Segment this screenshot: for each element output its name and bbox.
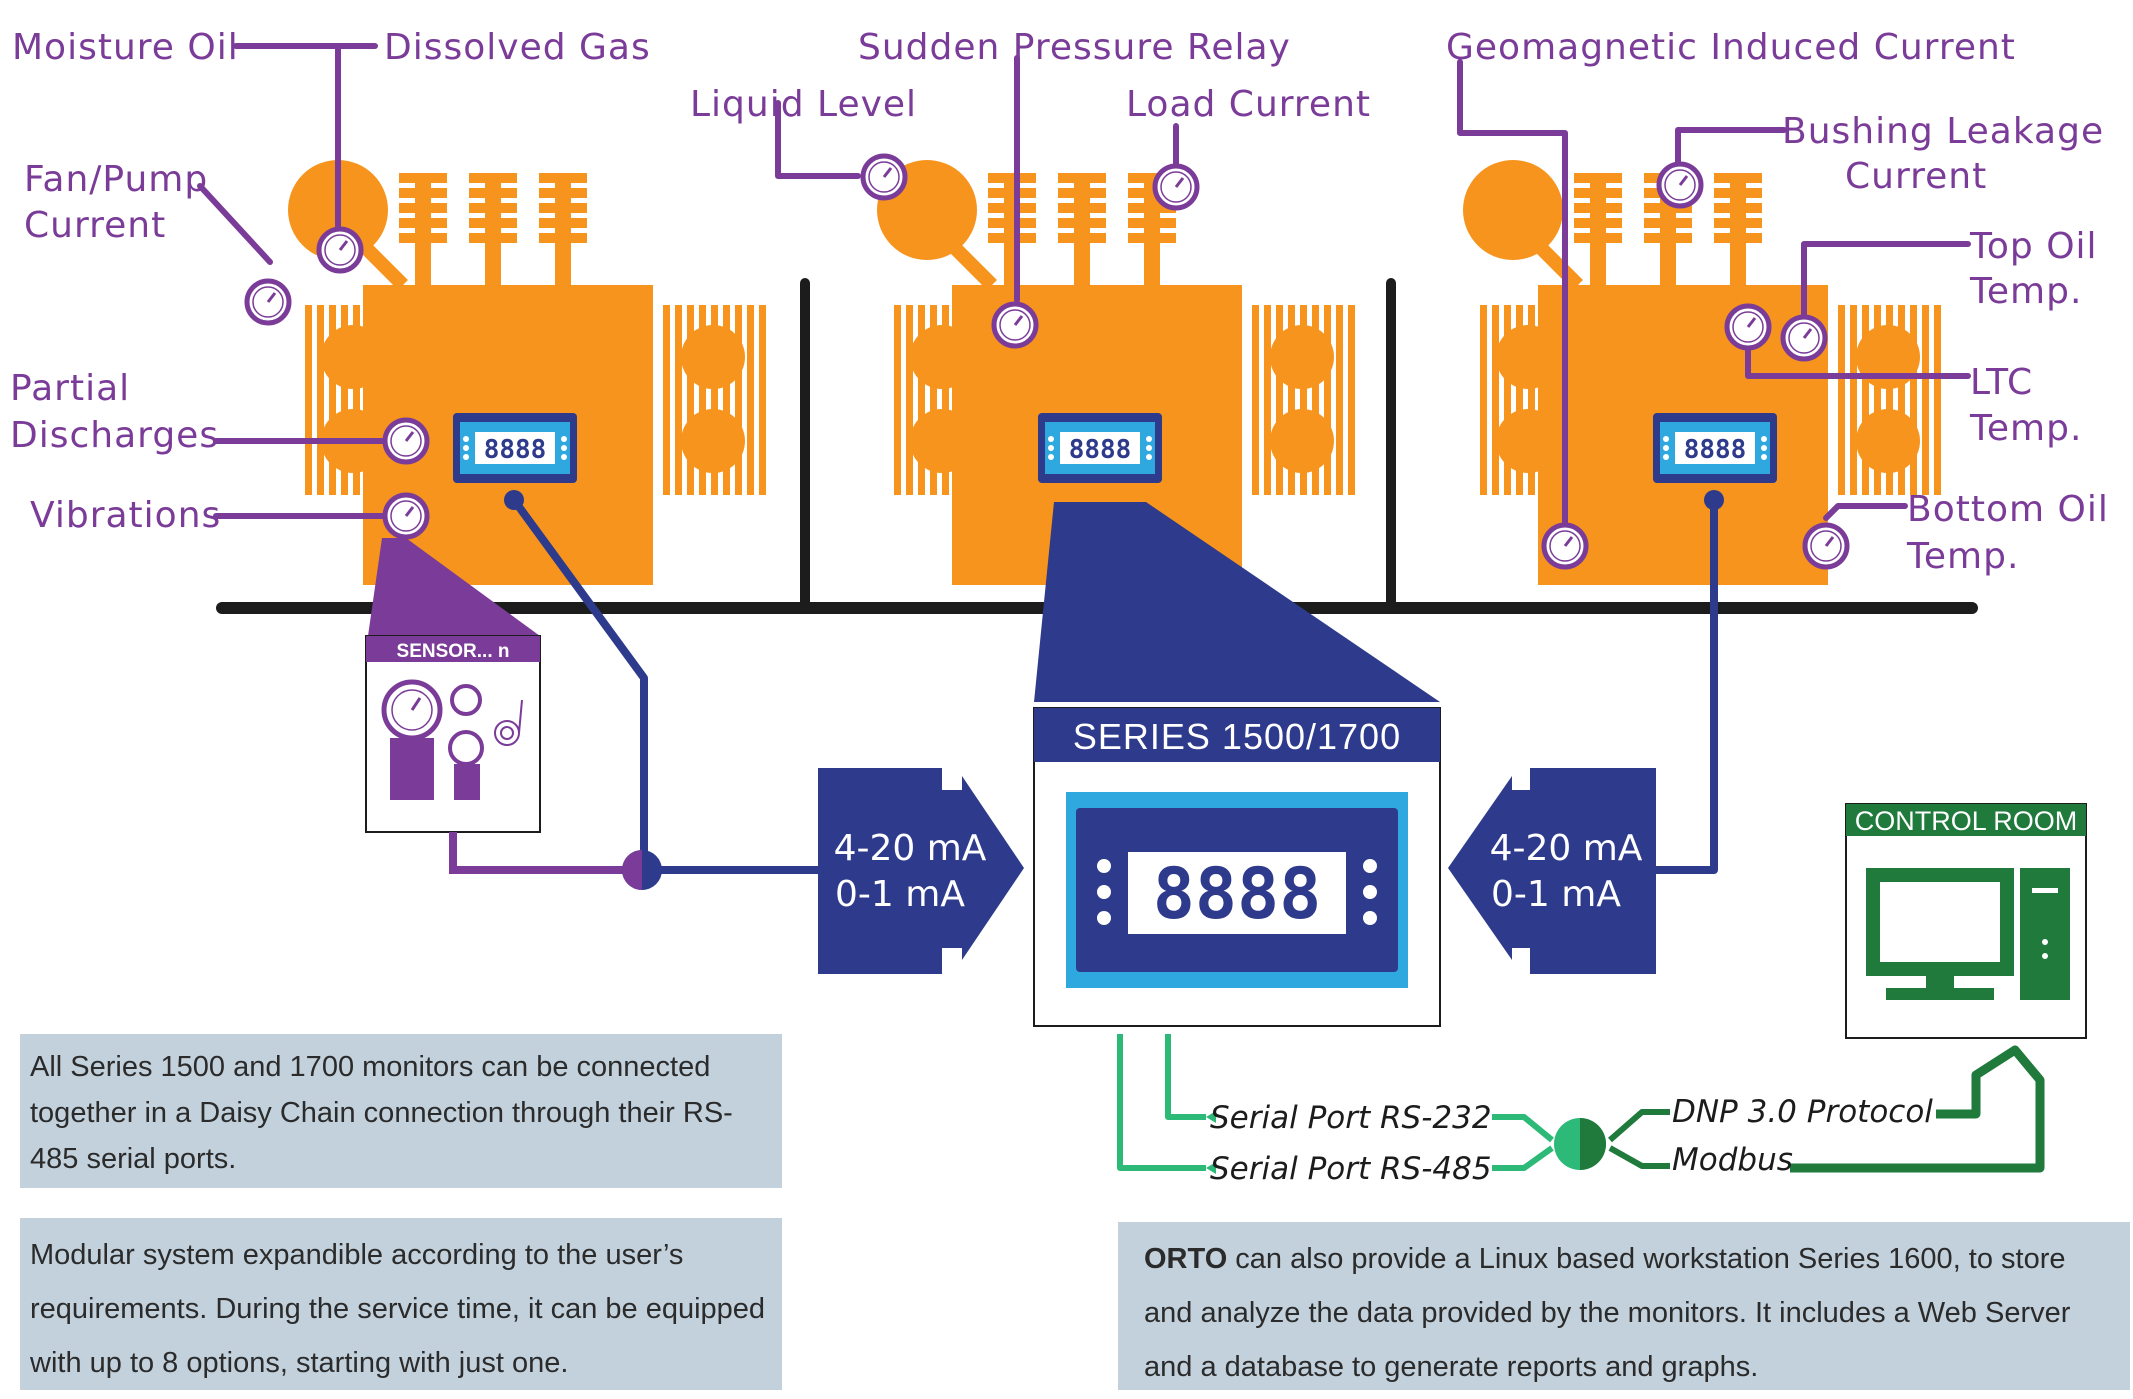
port-rs485-label: Serial Port RS-485 <box>1210 1151 1492 1187</box>
series-display-digits: 8888 <box>1153 853 1322 935</box>
signal-arrow-left: 4-20 mA 0-1 mA <box>818 768 1024 974</box>
label-vibrations: Vibrations <box>30 495 221 536</box>
label-bottom-oil-1: Bottom Oil <box>1907 489 2109 530</box>
label-sudden-pressure: Sudden Pressure Relay <box>858 27 1291 68</box>
svg-text:0-1 mA: 0-1 mA <box>1491 874 1621 915</box>
gauge-partial-discharges <box>385 420 427 462</box>
gauge-liquid-level <box>863 156 905 198</box>
gauge-load-current <box>1155 166 1197 208</box>
label-ltc-2: Temp. <box>1969 408 2082 449</box>
tank-display-3: 8888 <box>1653 413 1777 483</box>
gauge-dissolved-gas <box>319 229 361 271</box>
gauge-gic <box>1544 525 1586 567</box>
gauge-sudden-pressure <box>994 304 1036 346</box>
gauge-bushing <box>1659 164 1701 206</box>
control-room-title: CONTROL ROOM <box>1855 806 2078 836</box>
signal-arrow-right: 4-20 mA 0-1 mA <box>1448 768 1656 974</box>
label-moisture-oil: Moisture Oil <box>12 27 239 68</box>
gauge-vibrations <box>385 495 427 537</box>
note-daisy-chain: All Series 1500 and 1700 monitors can be… <box>20 1034 782 1188</box>
label-liquid-level: Liquid Level <box>690 84 917 125</box>
orto-brand: ORTO <box>1144 1243 1228 1275</box>
sensor-callout <box>368 538 540 636</box>
svg-text:8888: 8888 <box>1684 435 1747 465</box>
label-fan-pump-2: Current <box>24 205 166 246</box>
leader-lines <box>197 43 1971 527</box>
label-bushing-1: Bushing Leakage <box>1782 111 2104 152</box>
note-orto: ORTO can also provide a Linux based work… <box>1118 1222 2130 1390</box>
label-ltc-1: LTC <box>1970 362 2033 403</box>
series-box-title: SERIES 1500/1700 <box>1073 716 1401 757</box>
computer-icon <box>1866 868 2070 1000</box>
gauge-fan-pump <box>247 281 289 323</box>
svg-text:4-20 mA: 4-20 mA <box>834 828 987 869</box>
serial-wires <box>1117 1034 2045 1173</box>
label-bushing-2: Current <box>1845 156 1987 197</box>
svg-text:8888: 8888 <box>484 435 547 465</box>
label-partial-2: Discharges <box>10 415 219 456</box>
label-top-oil-1: Top Oil <box>1969 226 2098 267</box>
svg-text:8888: 8888 <box>1069 435 1132 465</box>
series-callout <box>1034 502 1440 702</box>
label-gic: Geomagnetic Induced Current <box>1446 27 2016 68</box>
series-box: SERIES 1500/1700 8888 <box>1033 707 1441 1027</box>
note-modular: Modular system expandible according to t… <box>20 1218 782 1390</box>
label-load-current: Load Current <box>1126 84 1371 125</box>
gauge-bottom-oil <box>1805 525 1847 567</box>
sensor-box: SENSOR... n <box>365 635 541 833</box>
label-bottom-oil-2: Temp. <box>1906 536 2019 577</box>
tank-display-1: 8888 <box>453 413 577 483</box>
tank-display-2: 8888 <box>1038 413 1162 483</box>
port-dnp-label: DNP 3.0 Protocol <box>1672 1094 1933 1130</box>
sensor-box-title: SENSOR... n <box>397 641 510 662</box>
control-room-box: CONTROL ROOM <box>1845 803 2087 1039</box>
port-rs232-label: Serial Port RS-232 <box>1210 1100 1492 1136</box>
label-top-oil-2: Temp. <box>1969 271 2082 312</box>
port-modbus-label: Modbus <box>1672 1142 1793 1178</box>
sensor-wire <box>449 832 640 874</box>
gauge-ltc <box>1727 306 1769 348</box>
label-dissolved-gas: Dissolved Gas <box>384 27 651 68</box>
label-fan-pump-1: Fan/Pump <box>24 159 208 200</box>
svg-text:4-20 mA: 4-20 mA <box>1490 828 1643 869</box>
svg-text:0-1 mA: 0-1 mA <box>835 874 965 915</box>
gauge-top-oil <box>1783 317 1825 359</box>
transformer-3 <box>1463 160 1941 585</box>
label-partial-1: Partial <box>10 368 130 409</box>
